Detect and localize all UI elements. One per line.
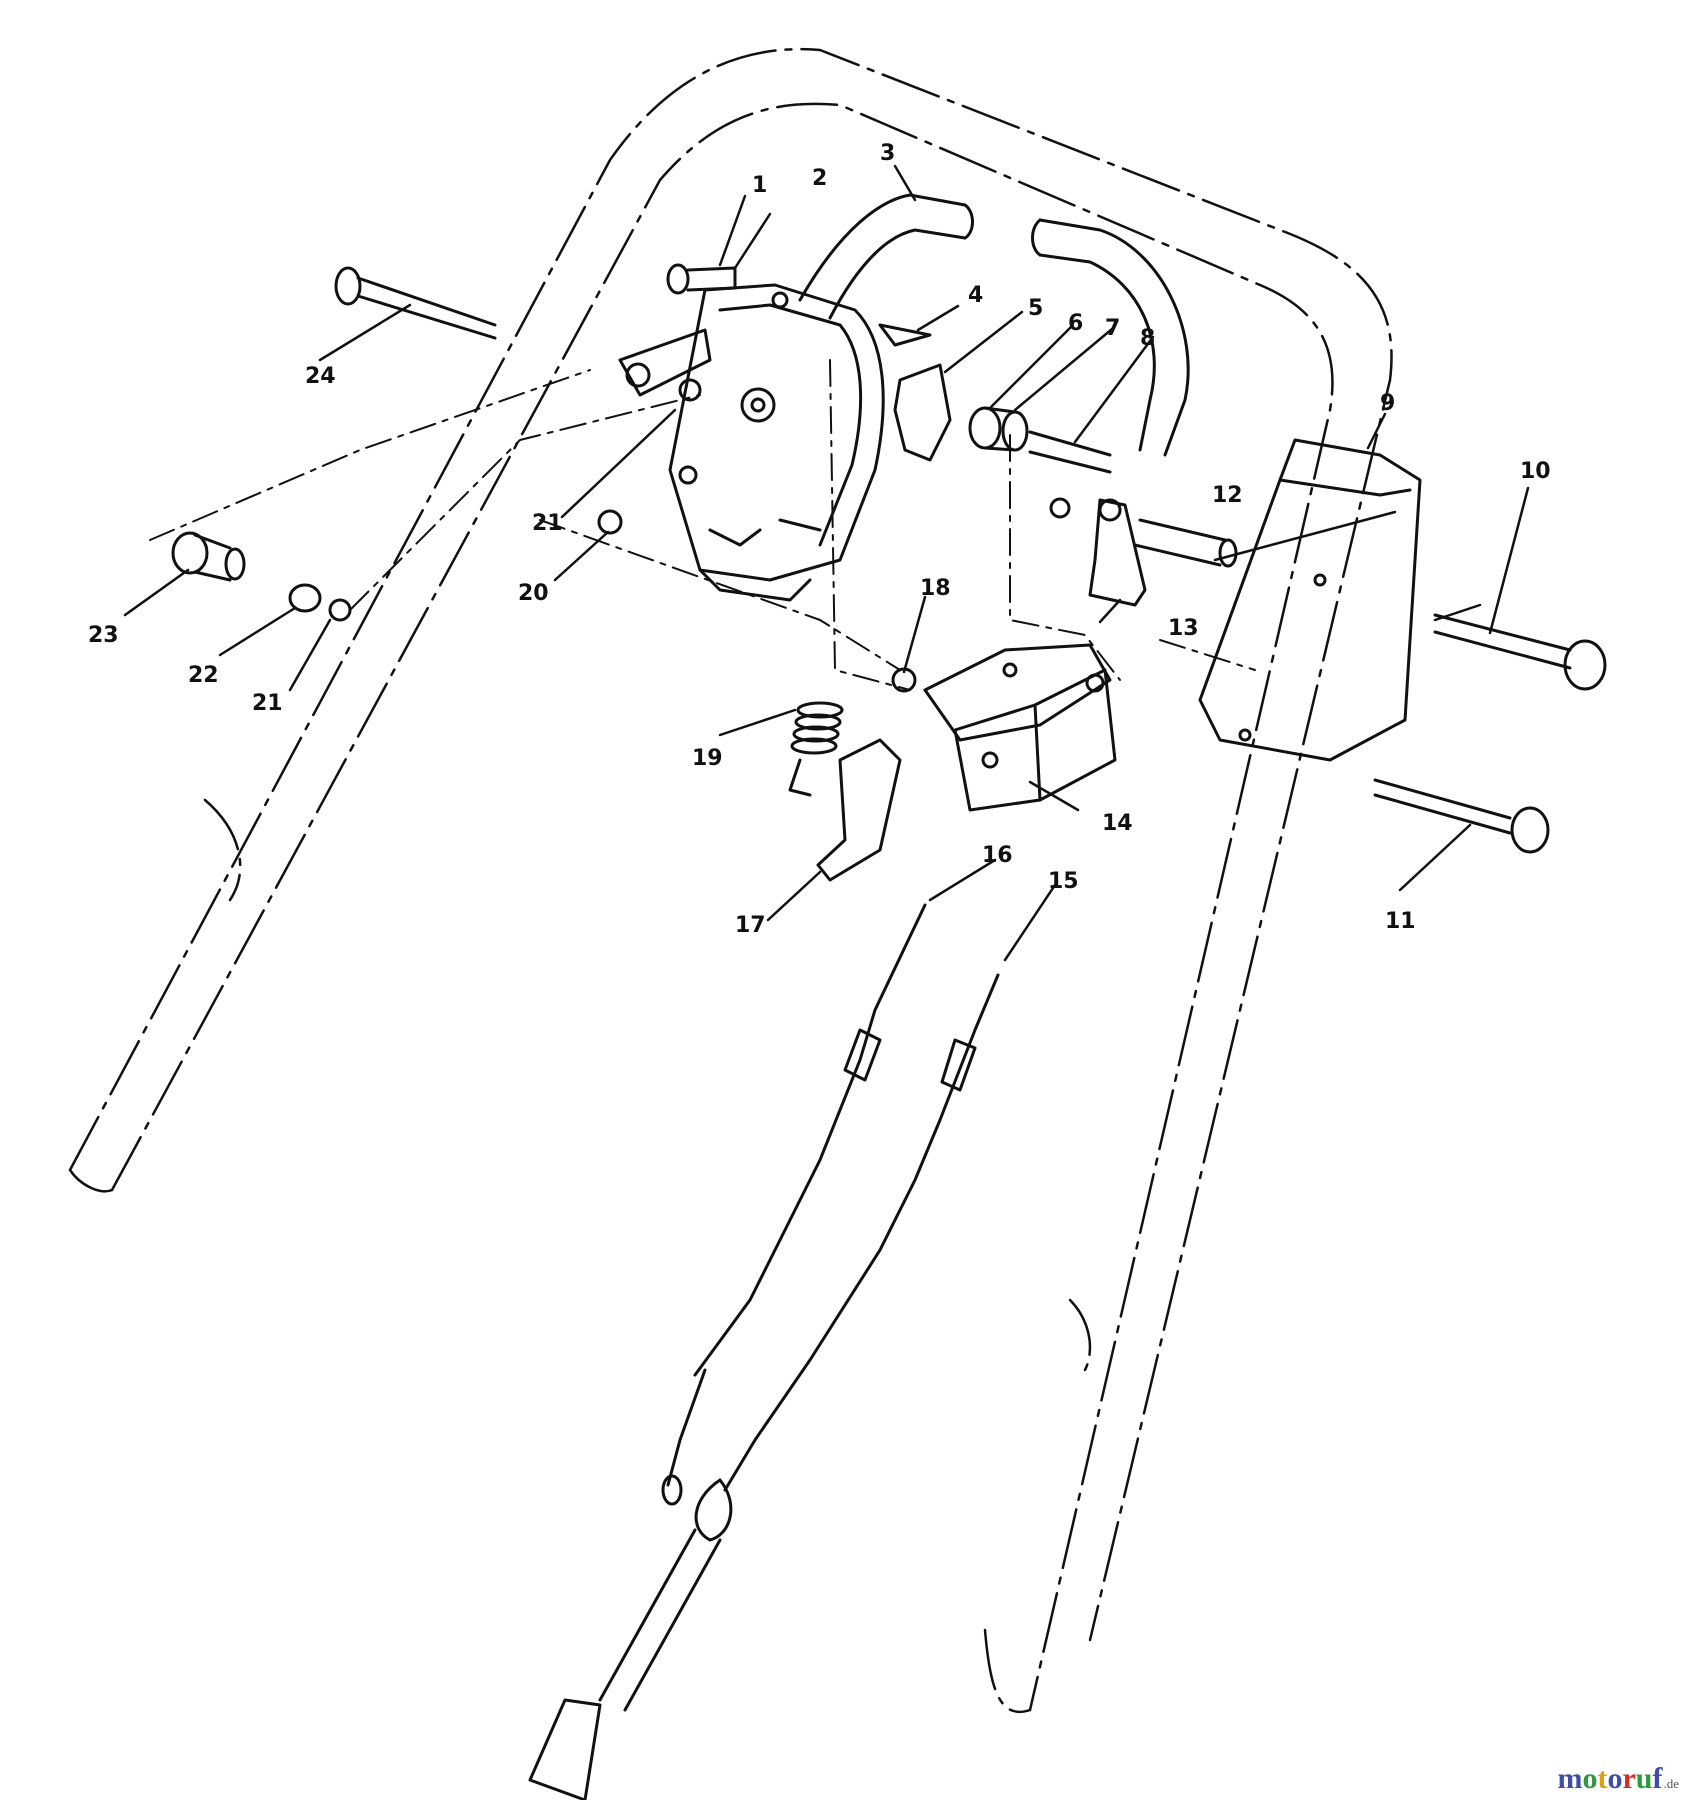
alignment-lines <box>149 359 1256 691</box>
handle-frame-outline <box>68 47 1393 1713</box>
watermark-letter: u <box>1635 1762 1653 1795</box>
watermark-letter: o <box>1607 1762 1623 1795</box>
part-label-3: 3 <box>880 141 895 166</box>
part-label-23: 23 <box>88 623 119 648</box>
nut-21-lower <box>328 598 352 622</box>
part-label-22: 22 <box>188 663 219 688</box>
part-label-10: 10 <box>1520 459 1551 484</box>
cable-16 <box>661 903 927 1506</box>
spring-19 <box>788 701 844 797</box>
part-label-12: 12 <box>1212 483 1243 508</box>
part-label-2: 2 <box>812 166 827 191</box>
part-label-16: 16 <box>982 843 1013 868</box>
nut-21-upper <box>678 378 702 402</box>
shaft-12 <box>1133 518 1238 568</box>
bolt-24 <box>334 266 497 340</box>
leader-lines <box>123 164 1530 962</box>
cable-15 <box>528 973 1000 1800</box>
bolt-10 <box>1433 613 1607 691</box>
part-label-11: 11 <box>1385 909 1416 934</box>
part-label-8: 8 <box>1140 326 1155 351</box>
watermark-letter: o <box>1582 1762 1598 1795</box>
watermark-letter: r <box>1622 1762 1636 1795</box>
shaft-assembly <box>968 406 1112 474</box>
part-label-20: 20 <box>518 581 549 606</box>
part-label-19: 19 <box>692 746 723 771</box>
bail-handle <box>798 193 1190 457</box>
part-label-1: 1 <box>752 173 767 198</box>
watermark-letter: m <box>1557 1762 1583 1795</box>
part-label-5: 5 <box>1028 296 1043 321</box>
spacer-22 <box>288 583 322 613</box>
part-label-24: 24 <box>305 364 336 389</box>
part-label-17: 17 <box>735 913 766 938</box>
part-label-14: 14 <box>1102 811 1133 836</box>
watermark-letter: f <box>1652 1762 1663 1795</box>
pawl-5 <box>893 363 952 462</box>
part-label-6: 6 <box>1068 311 1083 336</box>
part-label-18: 18 <box>920 576 951 601</box>
part-label-13: 13 <box>1168 616 1199 641</box>
bracket-14 <box>923 643 1117 812</box>
screw-1 <box>666 263 737 295</box>
lever-13 <box>1088 498 1147 607</box>
part-label-21-lower: 21 <box>252 691 283 716</box>
part-labels: 1 2 3 4 5 6 7 8 9 10 11 12 13 14 15 16 1… <box>88 141 1551 938</box>
nut-20 <box>597 509 623 535</box>
lever-17 <box>816 738 902 882</box>
watermark-letter: t <box>1597 1762 1608 1795</box>
clip-4 <box>878 323 932 347</box>
site-watermark: m o t o r u f .de <box>1557 1762 1679 1796</box>
bushing-23 <box>171 531 246 582</box>
cover-9 <box>1198 438 1422 762</box>
watermark-suffix: .de <box>1663 1776 1679 1791</box>
part-label-21-upper: 21 <box>532 511 563 536</box>
part-label-9: 9 <box>1380 391 1395 416</box>
part-label-15: 15 <box>1048 869 1079 894</box>
part-label-4: 4 <box>968 283 983 308</box>
bolt-11 <box>1373 778 1550 854</box>
part-label-7: 7 <box>1105 316 1120 341</box>
